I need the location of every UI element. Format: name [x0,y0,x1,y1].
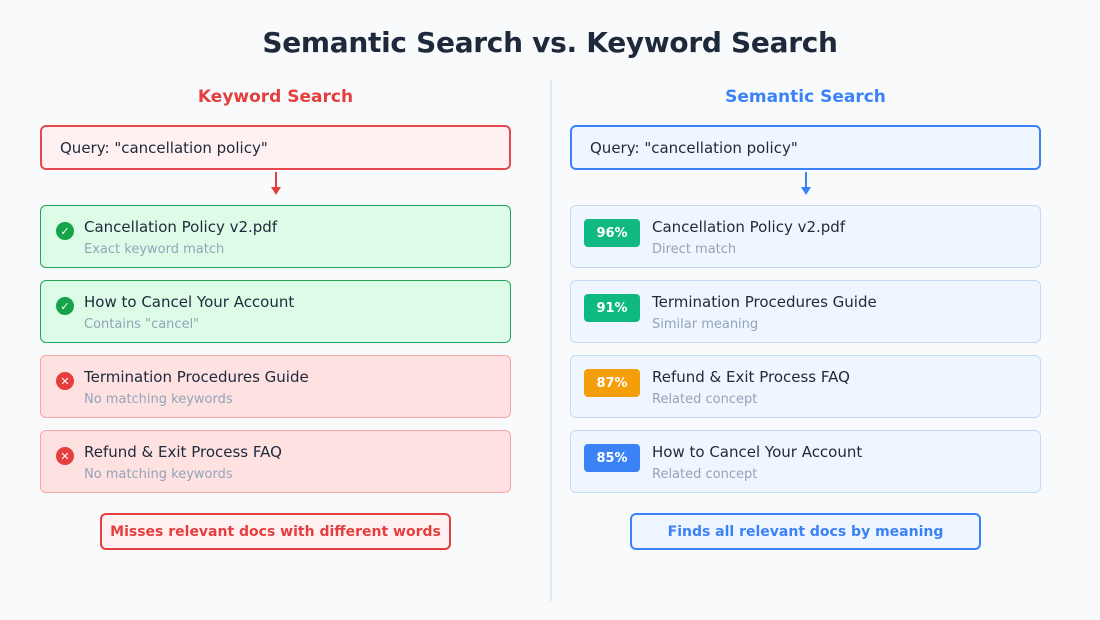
semantic-query-box: Query: "cancellation policy" [570,125,1041,170]
similarity-score-badge: 96% [584,219,640,247]
semantic-summary-badge: Finds all relevant docs by meaning [630,513,981,550]
result-title: Cancellation Policy v2.pdf [84,218,278,236]
semantic-panel-heading: Semantic Search [725,87,886,107]
semantic-result-item: 87% Refund & Exit Process FAQ Related co… [570,355,1041,418]
result-title: Refund & Exit Process FAQ [652,368,850,386]
page-title: Semantic Search vs. Keyword Search [262,26,838,59]
result-subtitle: Direct match [652,242,737,257]
keyword-summary-badge: Misses relevant docs with different word… [100,513,451,550]
result-subtitle: No matching keywords [84,467,233,482]
result-title: Refund & Exit Process FAQ [84,443,282,461]
down-arrow-icon [801,172,811,197]
result-title: Termination Procedures Guide [652,293,877,311]
keyword-result-item: ✓ How to Cancel Your Account Contains "c… [40,280,511,343]
semantic-result-item: 96% Cancellation Policy v2.pdf Direct ma… [570,205,1041,268]
result-title: Cancellation Policy v2.pdf [652,218,846,236]
result-title: Termination Procedures Guide [84,368,309,386]
center-divider [550,80,552,601]
result-subtitle: Exact keyword match [84,242,225,257]
result-subtitle: Related concept [652,392,758,407]
keyword-result-item: ✓ Cancellation Policy v2.pdf Exact keywo… [40,205,511,268]
keyword-result-item: ✕ Refund & Exit Process FAQ No matching … [40,430,511,493]
result-title: How to Cancel Your Account [652,443,863,461]
keyword-result-item: ✕ Termination Procedures Guide No matchi… [40,355,511,418]
result-subtitle: Similar meaning [652,317,759,332]
x-circle-icon: ✕ [56,447,74,465]
down-arrow-icon [271,172,281,197]
result-title: How to Cancel Your Account [84,293,295,311]
semantic-result-item: 91% Termination Procedures Guide Similar… [570,280,1041,343]
result-subtitle: No matching keywords [84,392,233,407]
check-circle-icon: ✓ [56,297,74,315]
similarity-score-badge: 85% [584,444,640,472]
check-circle-icon: ✓ [56,222,74,240]
keyword-panel-heading: Keyword Search [197,87,354,107]
result-subtitle: Related concept [652,467,758,482]
result-subtitle: Contains "cancel" [84,317,200,332]
semantic-result-item: 85% How to Cancel Your Account Related c… [570,430,1041,493]
keyword-query-box: Query: "cancellation policy" [40,125,511,170]
similarity-score-badge: 91% [584,294,640,322]
x-circle-icon: ✕ [56,372,74,390]
similarity-score-badge: 87% [584,369,640,397]
